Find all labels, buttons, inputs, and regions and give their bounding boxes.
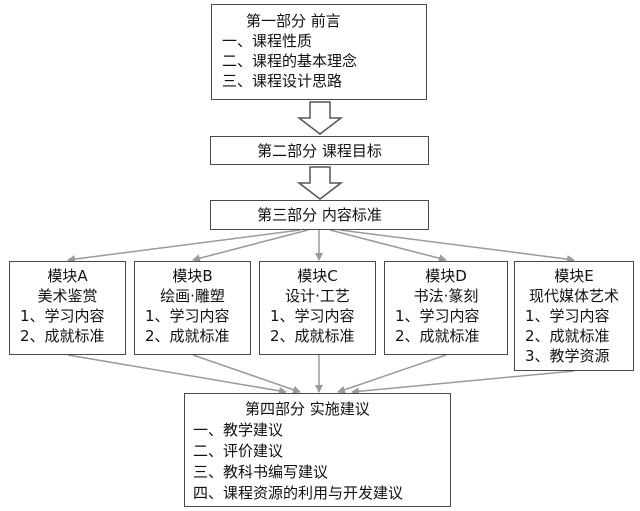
- module-item: 3、教学资源: [525, 347, 610, 365]
- module-item: 2、成就标准: [525, 327, 610, 345]
- part1-preface-box: 第一部分 前言 一、课程性质 二、课程的基本理念 三、课程设计思路: [211, 4, 427, 100]
- block-arrow-part1-to-part2: [296, 101, 344, 135]
- part1-item: 一、课程性质: [222, 32, 313, 50]
- part4-item: 三、教科书编写建议: [193, 463, 329, 481]
- module-item: 2、成就标准: [270, 327, 355, 345]
- arrow-modA-to-part4: [67, 354, 287, 395]
- module-title: 模块C: [297, 267, 338, 285]
- arrow-part3-to-modE: [339, 229, 575, 264]
- block-arrow-part2-to-part3: [296, 166, 344, 200]
- module-item: 2、成就标准: [395, 327, 480, 345]
- arrow-modE-to-part4: [351, 370, 575, 396]
- module-title: 模块E: [554, 267, 594, 285]
- module-title: 模块D: [425, 267, 467, 285]
- module-item: 1、学习内容: [525, 307, 610, 325]
- module-name: 书法·篆刻: [413, 287, 479, 305]
- module-e-box: 模块E 现代媒体艺术 1、学习内容 2、成就标准 3、教学资源: [514, 261, 634, 371]
- module-name: 美术鉴赏: [37, 287, 98, 305]
- module-item: 1、学习内容: [395, 307, 480, 325]
- part4-implementation-box: 第四部分 实施建议 一、教学建议 二、评价建议 三、教科书编写建议 四、课程资源…: [184, 393, 451, 507]
- module-item: 2、成就标准: [20, 327, 105, 345]
- arrow-part3-to-modD: [329, 229, 447, 263]
- part1-item: 三、课程设计思路: [222, 72, 343, 90]
- part4-item: 一、教学建议: [193, 421, 284, 439]
- part3-content-standards-box: 第三部分 内容标准: [210, 200, 429, 230]
- part1-item: 二、课程的基本理念: [222, 52, 358, 70]
- arrow-modB-to-part4: [192, 354, 301, 394]
- arrow-part3-to-modA: [67, 229, 301, 264]
- arrow-part3-to-modB: [192, 229, 309, 263]
- module-title: 模块B: [172, 267, 213, 285]
- module-a-box: 模块A 美术鉴赏 1、学习内容 2、成就标准: [9, 261, 126, 355]
- module-item: 2、成就标准: [145, 327, 230, 345]
- module-name: 现代媒体艺术: [528, 287, 619, 305]
- module-b-box: 模块B 绘画·雕塑 1、学习内容 2、成就标准: [134, 261, 251, 355]
- module-item: 1、学习内容: [20, 307, 105, 325]
- part4-item: 四、课程资源的利用与开发建议: [193, 484, 404, 502]
- module-name: 绘画·雕塑: [160, 287, 225, 305]
- part1-title: 第一部分 前言: [246, 12, 341, 30]
- part2-goals-box: 第二部分 课程目标: [210, 136, 429, 165]
- part2-title: 第二部分 课程目标: [257, 142, 382, 160]
- module-c-box: 模块C 设计·工艺 1、学习内容 2、成就标准: [259, 261, 376, 355]
- part4-item: 二、评价建议: [193, 442, 284, 460]
- module-name: 设计·工艺: [285, 287, 350, 305]
- module-title: 模块A: [47, 267, 88, 285]
- part3-title: 第三部分 内容标准: [257, 206, 382, 224]
- arrow-modD-to-part4: [337, 354, 447, 394]
- part4-title: 第四部分 实施建议: [245, 400, 370, 418]
- module-item: 1、学习内容: [145, 307, 230, 325]
- module-item: 1、学习内容: [270, 307, 355, 325]
- module-d-box: 模块D 书法·篆刻 1、学习内容 2、成就标准: [384, 261, 508, 355]
